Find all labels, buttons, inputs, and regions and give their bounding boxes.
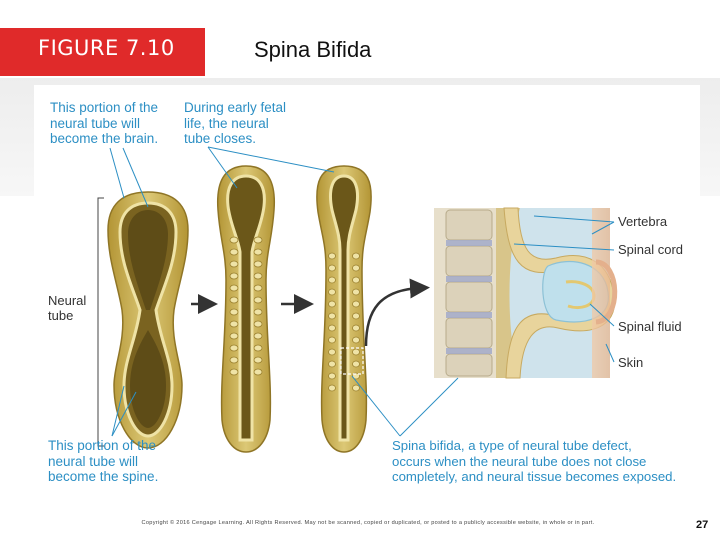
embryo-stage-3 [316,165,372,453]
label-brain-portion: This portion of the neural tube will bec… [50,100,159,146]
label-skin: Skin [618,355,644,370]
neural-tube-bracket [97,197,104,447]
label-vertebra: Vertebra [618,214,668,229]
slide-title: Spina Bifida [254,37,372,62]
figure-label: FIGURE 7.10 [38,36,175,60]
stage-arrows [191,278,430,347]
label-spine-portion: This portion of the neural tube will bec… [48,438,159,484]
figure-label-box [0,28,205,76]
leader-lines [109,146,615,437]
label-neural-tube: Neural tube [48,293,87,323]
label-spinal-fluid: Spinal fluid [618,319,682,334]
copyright-notice: Copyright © 2016 Cengage Learning. All R… [141,520,595,526]
embryo-stage-1 [107,191,189,449]
label-spina-bifida-description: Spina bifida, a type of neural tube defe… [392,438,677,484]
spina-bifida-cross-section [434,207,618,379]
defect-highlight-box [340,347,364,375]
embryo-stage-2 [216,165,276,453]
page-number: 27 [696,519,709,531]
label-early-fetal: During early fetal life, the neural tube… [184,100,287,146]
label-spinal-cord: Spinal cord [618,242,684,257]
